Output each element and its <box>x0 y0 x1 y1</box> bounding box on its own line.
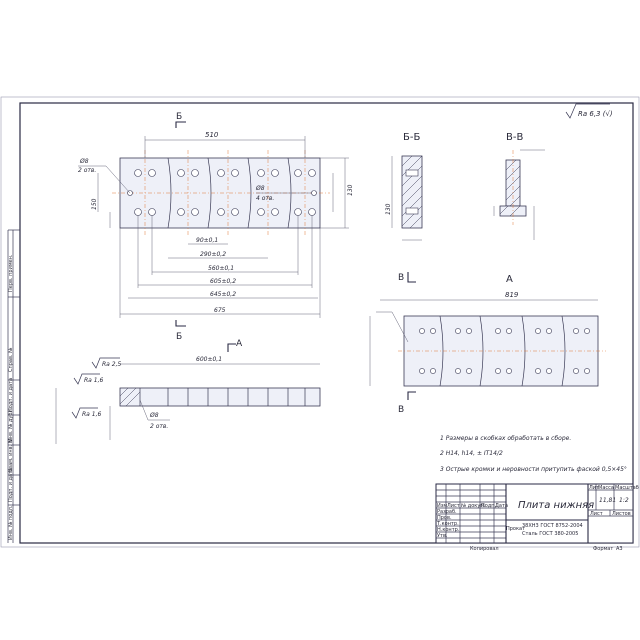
tb-part-name: Плита нижняя <box>518 500 594 511</box>
view-a: А В В 819 <box>369 272 606 415</box>
section-arrow-v-bottom: В <box>398 405 404 415</box>
svg-text:2 отв.: 2 отв. <box>150 423 168 430</box>
dim-holes-right-note: 4 отв. <box>256 195 274 202</box>
dim-holes-right: Ø8 <box>255 185 265 192</box>
svg-text:Ra 1,6: Ra 1,6 <box>82 411 101 418</box>
section-vv: В-В <box>493 132 545 240</box>
roughness-text: Ra 6,3 (√) <box>578 110 613 118</box>
plate-holes <box>127 169 317 216</box>
tb-role-tcontrol: Т.контр. <box>436 521 459 527</box>
roughness-mark: Ra 6,3 (√) <box>565 103 613 119</box>
note-3: 3 Острые кромки и неровности притупить ф… <box>440 466 627 473</box>
view-a-title: А <box>506 274 513 285</box>
svg-text:Ø8: Ø8 <box>149 412 159 419</box>
technical-notes: 1 Размеры в скобках обработать в сборе. … <box>440 435 627 473</box>
svg-text:Ra 1,6: Ra 1,6 <box>84 377 103 384</box>
tb-lit-header: Лит. <box>589 485 601 491</box>
tb-row-sign: Подп. <box>481 503 497 509</box>
dim-150-left: 150 <box>91 198 98 210</box>
tb-mass-value: 11,81 <box>599 497 616 504</box>
tb-row-izm: Изм <box>437 503 447 509</box>
tb-material-prefix: Прокат <box>506 526 525 532</box>
side-label-6: Подп. и дата <box>8 468 14 502</box>
tb-row-date: Дата <box>495 503 508 509</box>
section-bb-title: Б-Б <box>403 132 420 143</box>
dim-645: 645±0,2 <box>210 291 236 298</box>
note-2: 2 H14, h14, ± IT14/2 <box>440 450 503 457</box>
title-block: Изм Лист № докум. Подп. Дата Разраб. Про… <box>435 483 639 552</box>
section-arrow-b-top: Б <box>176 112 182 122</box>
tb-format-label: Формат <box>593 546 613 552</box>
note-1: 1 Размеры в скобках обработать в сборе. <box>440 435 571 442</box>
side-label-7: Инв. № подл. <box>8 505 14 540</box>
side-label-2: Справ. № <box>8 347 14 372</box>
dim-510: 510 <box>205 131 219 139</box>
section-arrow-v-top: В <box>398 273 404 283</box>
tb-role-approve: Утв. <box>437 533 448 539</box>
side-column: Перв. примен. Справ. № Подп. и дата Инв.… <box>7 229 20 543</box>
drawing-frame <box>19 102 634 544</box>
tb-sheets-label: Листов <box>612 511 631 517</box>
main-plan-view: Б Б 510 <box>78 112 354 342</box>
dim-600: 600±0,1 <box>196 356 222 363</box>
tb-format-value: А3 <box>616 546 623 552</box>
side-label-3: Подп. и дата <box>8 378 14 412</box>
tb-material-2: Сталь ГОСТ 380-2005 <box>522 531 578 537</box>
side-label-4: Инв. № дубл. <box>8 407 14 442</box>
tb-sheet-label: Лист <box>590 511 603 517</box>
tb-scale-header: Масштаб <box>615 485 639 491</box>
dim-holes-left: Ø8 <box>79 158 89 165</box>
dim-holes-left-note: 2 отв. <box>78 167 96 174</box>
section-vv-title: В-В <box>506 132 523 143</box>
tb-role-check: Пров. <box>437 515 452 521</box>
section-bb: Б-Б 130 <box>385 132 423 241</box>
tb-scale-value: 1:2 <box>619 497 629 504</box>
view-arrow-a: А <box>236 339 243 349</box>
side-label-1: Перв. примен. <box>8 254 14 292</box>
tb-material-1: 38ХН3 ГОСТ 8752-2004 <box>522 523 583 529</box>
tb-mass-header: Масса <box>598 485 614 491</box>
view-a-holes <box>419 328 590 374</box>
dim-560: 560±0,1 <box>208 265 234 272</box>
dim-130: 130 <box>347 184 354 196</box>
tb-row-list: Лист <box>447 503 460 509</box>
tb-role-dev: Разраб. <box>437 509 457 515</box>
dim-290: 290±0,2 <box>200 251 226 258</box>
section-arrow-b-bottom: Б <box>176 332 182 342</box>
dim-605: 605±0,2 <box>210 278 236 285</box>
side-label-5: Взам. инв. № <box>8 437 14 472</box>
dim-675: 675 <box>214 307 226 314</box>
tb-row-doc: № докум. <box>461 503 486 509</box>
dim-90: 90±0,1 <box>196 237 218 244</box>
tb-role-ncontrol: Н.контр. <box>437 527 460 533</box>
svg-text:Ra 2,5: Ra 2,5 <box>102 361 121 368</box>
dim-819: 819 <box>505 291 519 299</box>
section-bb-dim: 130 <box>385 203 392 215</box>
front-view: А 600±0,1 Ra 2,5 Ra 1,6 Ra 1,6 Ø8 2 отв. <box>55 339 321 444</box>
tb-copied: Копировал <box>470 546 499 552</box>
